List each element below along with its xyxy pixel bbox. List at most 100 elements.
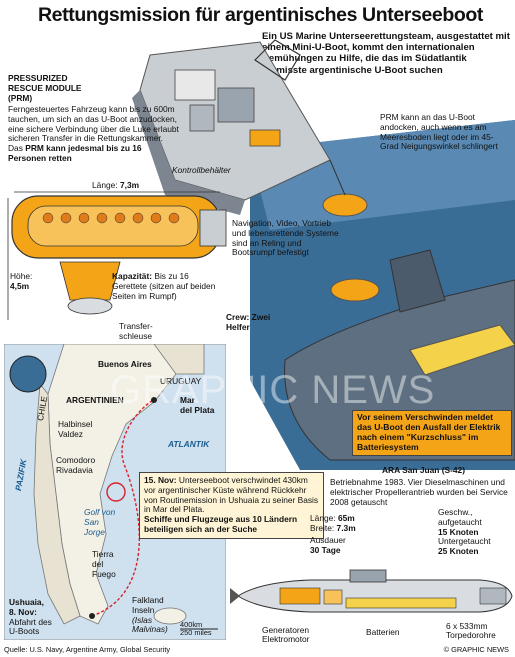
disappearance-marker: [106, 482, 126, 502]
sub-endurance-label: Ausdauer: [310, 535, 346, 545]
prm-length-label: Länge:: [92, 180, 118, 190]
map-falklands: [153, 607, 187, 625]
scale-km: 400km: [180, 620, 203, 629]
map-label-halbinsel: Halbinsel Valdez: [58, 419, 93, 440]
ushuaia-dot: [89, 613, 95, 619]
map-scale: 400km 250 miles: [180, 620, 212, 638]
sub-speed: Geschw., aufgetaucht 15 Knoten Untergeta…: [438, 507, 514, 557]
sub-endurance: Ausdauer 30 Tage: [310, 535, 346, 556]
map-label-ushuaia: Ushuaia, 8. Nov: Abfahrt des U-Boots: [9, 597, 52, 637]
halbinsel-line-2: Valdez: [58, 428, 83, 439]
cutaway-propeller: [230, 588, 240, 604]
electrical-fault-callout: Vor seinem Verschwinden meldet das U-Boo…: [352, 410, 512, 456]
globe-locator-icon: [9, 355, 47, 393]
ushuaia-line-1: Ushuaia,: [9, 597, 44, 607]
cutaway-generators: [279, 587, 321, 605]
source-line: Quelle: U.S. Navy, Argentine Army, Globa…: [4, 645, 171, 654]
transfer-label-line-2: schleuse: [119, 330, 153, 341]
map-label-argentinien: ARGENTINIEN: [66, 395, 124, 405]
prm-descending: [330, 278, 380, 302]
malvinas-line-1: (Islas: [132, 614, 153, 625]
sub-name: ARA San Juan (S-42): [382, 465, 465, 475]
tierra-line-1: Tierra: [92, 549, 114, 559]
prm-heading-line-1: PRESSURIZED: [8, 73, 68, 83]
prm-height: Höhe: 4,5m: [10, 271, 33, 292]
map-uruguay: [153, 344, 205, 375]
sub-endurance-value: 30 Tage: [310, 544, 341, 555]
prm-heading: PRESSURIZED RESCUE MODULE (PRM): [8, 73, 82, 103]
map-label-atlantik: ATLANTIK: [168, 439, 210, 449]
deck-frame: [249, 129, 281, 147]
credit-line: © GRAPHIC NEWS: [443, 645, 509, 654]
transfer-lock-label: Transfer- schleuse: [119, 321, 153, 342]
crew-label: Crew: Zwei Helfer: [226, 312, 271, 332]
comodoro-line-2: Rivadavia: [56, 464, 93, 475]
falkland-line-2: Inseln: [132, 604, 155, 615]
sub-speed-value-1: 15 Knoten: [438, 526, 479, 537]
submarine-cutaway: [230, 569, 513, 613]
sub-width-value: 7.3m: [336, 523, 356, 533]
cutaway-motor: [323, 589, 343, 605]
prm-capacity: Kapazität: Bis zu 16 Gerettete (sitzen a…: [112, 271, 224, 301]
transfer-label-line-1: Transfer-: [119, 321, 153, 331]
ushuaia-line-4: U-Boots: [9, 626, 40, 637]
map-label-uruguay: URUGUAY: [160, 376, 202, 386]
sub-speed-value-2: 25 Knoten: [438, 546, 479, 557]
prm-passengers: [42, 212, 180, 224]
intro-text: Ein US Marine Unterseerettungsteam, ausg…: [262, 31, 510, 76]
ship-hull-side: [132, 90, 245, 215]
prm-height-label: Höhe:: [10, 271, 33, 281]
sub-speed-label-2: Untergetaucht: [438, 536, 491, 547]
map-label-mar-del-plata: Mar del Plata: [180, 395, 215, 416]
part-labels-left: Generatoren Elektromotor: [262, 625, 310, 645]
deck-machinery: [189, 104, 215, 132]
transfer-skirt: [59, 261, 121, 301]
control-container: [217, 87, 255, 123]
map-label-buenos-aires: Buenos Aires: [98, 359, 152, 369]
disappearance-callout: 15. Nov: Unterseeboot verschwindet 430km…: [139, 472, 324, 539]
prm-capacity-label: Kapazität:: [112, 271, 153, 281]
map-label-comodoro: Comodoro Rivadavia: [56, 455, 95, 476]
sub-length-label: Länge:: [310, 513, 336, 523]
prm-chamber: [27, 205, 199, 247]
part-motor: Elektromotor: [262, 634, 310, 645]
deck-container: [174, 69, 216, 101]
golf-line-3: Jorge: [84, 526, 105, 537]
ushuaia-line-2: 8. Nov:: [9, 606, 37, 617]
watermark: GRAPHIC NEWS: [110, 368, 436, 412]
mar-del-plata-dot: [151, 397, 157, 403]
cutaway-batteries: [345, 597, 457, 609]
control-container-label: Kontrollbehälter: [172, 165, 231, 175]
prm-description-text: Ferngesteuertes Fahrzeug kann bis zu 600…: [8, 104, 179, 154]
part-torpedo-line-2: Torpedorohre: [446, 630, 496, 641]
halbinsel-line-1: Halbinsel: [58, 419, 93, 429]
prm-length: Länge: 7,3m: [92, 180, 140, 191]
prm-heading-line-3: (PRM): [8, 92, 33, 103]
prm-length-value: 7,3m: [119, 180, 140, 190]
prm-height-value: 4,5m: [10, 280, 30, 291]
prm-heading-line-2: RESCUE MODULE: [8, 82, 82, 93]
prm-capacity-text: Bis zu 16 Gerettete (sitzen auf beiden S…: [112, 271, 216, 301]
callout-bold: Schiffe und Flugzeuge aus 10 Ländern bet…: [144, 514, 298, 534]
malvinas-line-2: Malvinas): [132, 624, 168, 635]
callout-text: Unterseeboot verschwindet 430km vor arge…: [144, 475, 319, 515]
submarine-route: [91, 399, 155, 617]
south-america-map: [4, 344, 226, 640]
ushuaia-line-3: Abfahrt des: [9, 616, 52, 627]
prm-description-bold: PRM kann jedesmal bis zu 16 Personen ret…: [8, 143, 142, 163]
ship-systems-label: Navigation, Video, Vortrieb und lebensre…: [232, 218, 339, 258]
part-generators: Generatoren: [262, 625, 310, 635]
cutaway-sail: [349, 569, 387, 583]
sub-width: Breite: 7.3m: [310, 523, 356, 534]
falkland-line-1: Falkland: [132, 595, 164, 605]
mar-del-plata-line-2: del Plata: [180, 404, 215, 415]
golf-line-2: San: [84, 516, 99, 527]
sub-width-label: Breite:: [310, 523, 335, 533]
map-label-golf: Golf von San Jorge: [84, 507, 115, 537]
part-torpedo: 6 x 533mm Torpedorohre: [446, 621, 496, 641]
submarine-sail: [389, 249, 446, 313]
submarine-deck-hatch: [409, 324, 515, 376]
map-chile: [33, 382, 81, 625]
